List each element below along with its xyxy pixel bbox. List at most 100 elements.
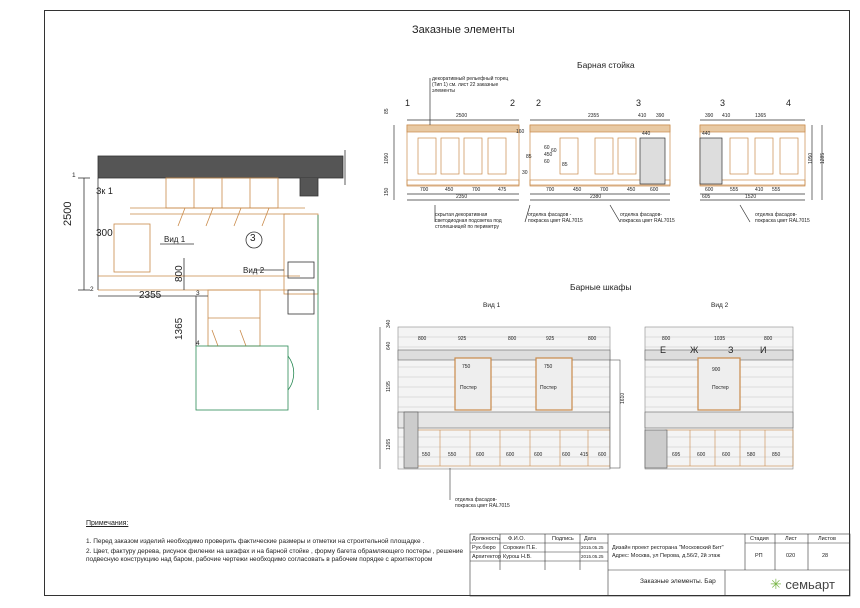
counter-axis-3b: 3 (720, 98, 726, 108)
note-line-2: 2. Цвет, фактуру дерева, рисунок филенки… (86, 548, 464, 555)
tb-r2-position: Архитектор (472, 554, 502, 560)
tb-h-position: Должность (472, 536, 500, 542)
v1-side-num: 1610 (620, 392, 626, 404)
v1-bot-0: 550 (422, 452, 431, 458)
dim-inner-10: 600 (650, 187, 659, 193)
v2-inner-0: 900 (712, 367, 721, 373)
tb-project: Дизайн проект ресторана "Московский Бит" (612, 545, 724, 551)
v2-top-1: 1035 (714, 336, 726, 342)
dim-s1-total: 2350 (456, 194, 468, 200)
note-line-1: 1. Перед заказом изделий необходимо пров… (86, 538, 425, 545)
v2-top-2: 800 (764, 336, 773, 342)
annotation-finish-1: отделка фасадов - покраска цвет RAL7015 (528, 212, 583, 224)
dim-seg1-top: 2500 (456, 113, 468, 119)
dim-s1-b1: 450 (445, 187, 454, 193)
tb-sheets: 28 (822, 553, 829, 559)
dim-inner-1: 60 (544, 145, 550, 151)
v1-poster-2: Постер (540, 385, 557, 391)
v1-bot-1: 550 (448, 452, 457, 458)
tb-h-date: Дата (584, 536, 597, 542)
dim-s2-b0: 700 (546, 187, 555, 193)
v1-left-0: 340 (386, 319, 392, 328)
counter-axis-3a: 3 (636, 98, 642, 108)
dim-inner-11: 600 (705, 187, 714, 193)
v2-bot-1: 600 (697, 452, 706, 458)
v1-left-2: 1195 (386, 381, 392, 392)
counter-axis-2b: 2 (536, 98, 542, 108)
v2-bot-4: 850 (772, 452, 781, 458)
v2-bot-3: 580 (747, 452, 756, 458)
plan-axis-1: 1 (72, 172, 76, 179)
annotation-led: скрытая декоративная светодиодная подсве… (435, 212, 502, 230)
tb-h-name: Ф.И.О. (508, 536, 525, 542)
v2-letter-2: З (728, 345, 734, 355)
logo-text: семьарт (785, 577, 835, 592)
v2-letter-3: И (760, 345, 767, 355)
tb-r1-name: Сорокин П.Е. (503, 545, 537, 551)
tb-h-sheet: Лист (785, 536, 797, 542)
dim-inner-5: 60 (551, 148, 557, 154)
dim-right-h0: 1050 (808, 152, 814, 164)
tb-h-sheets: Листов (818, 536, 836, 542)
v1-bot-5: 600 (562, 452, 571, 458)
bar-counter-elevations (393, 78, 823, 223)
v1-inner-0: 750 (462, 364, 471, 370)
plan-label-view2: Вид 2 (243, 266, 265, 275)
plan-label-view1: Вид 1 (164, 235, 186, 244)
v1-bot-7: 415 (580, 452, 589, 458)
dim-s2-b2: 700 (600, 187, 609, 193)
dim-s3-b1: 410 (755, 187, 764, 193)
annotation-finish-3: отделка фасадов- покраска цвет RAL7015 (755, 212, 810, 224)
cabinet-views (379, 326, 794, 500)
v1-top-1: 925 (458, 336, 467, 342)
notes-header: Примечания: (86, 520, 129, 527)
dim-seg2-top: 2355 (588, 113, 600, 119)
dim-right-h1: 1285 (820, 152, 826, 164)
dim-s1-b3: 475 (498, 187, 507, 193)
plan-dim-300: 300 (96, 228, 113, 239)
tb-r2-name: Курош Н.В. (503, 554, 532, 560)
plan-dim-1365: 1365 (174, 317, 185, 340)
dim-s1-b2: 700 (472, 187, 481, 193)
dim-inner-4: 85 (526, 154, 532, 160)
v1-bot-3: 600 (506, 452, 515, 458)
v2-letter-0: Е (660, 345, 667, 355)
v2-bot-2: 600 (722, 452, 731, 458)
drawing-sheet (44, 10, 850, 596)
dim-s3-total: 1520 (745, 194, 757, 200)
note-line-3: подвесную конструкцию над баром, рабочие… (86, 556, 433, 563)
v1-bot-4: 600 (534, 452, 543, 458)
bar-counter-title: Барная стойка (577, 60, 635, 70)
plan-label-3: 3 (250, 233, 256, 244)
logo-star-icon: ✳ (770, 576, 782, 592)
dim-left-h0: 85 (384, 108, 390, 114)
floor-plan (78, 150, 346, 411)
dim-s3-b2: 555 (772, 187, 781, 193)
tb-address: Адрес: Москва, ул Перова, д.56/2, 2й эта… (612, 553, 721, 559)
counter-axis-4: 4 (786, 98, 792, 108)
dim-inner-3: 60 (544, 159, 550, 165)
v1-bot-2: 600 (476, 452, 485, 458)
tb-r1-position: Рук.бюро (472, 545, 496, 551)
dim-seg2-top-c: 390 (656, 113, 665, 119)
dim-inner-8: 440 (642, 131, 651, 137)
plan-axis-4: 4 (196, 340, 200, 347)
plan-wall (97, 155, 344, 179)
dim-left-h2: 150 (384, 187, 390, 196)
plan-label-zk1: Зк 1 (96, 186, 113, 196)
tb-r2-date: 2015.05.25 (581, 554, 604, 559)
v2-letter-1: Ж (690, 345, 699, 355)
tb-sheet-name: Заказные элементы. Бар (640, 578, 716, 585)
dim-s3-a: 605 (702, 194, 711, 200)
dim-inner-0: 160 (516, 129, 525, 135)
company-logo: ✳ семьарт (770, 576, 835, 593)
plan-axis-2: 2 (90, 286, 94, 293)
v1-top-2: 800 (508, 336, 517, 342)
dim-seg3-top-a: 390 (705, 113, 714, 119)
dim-s2-b3: 450 (627, 187, 636, 193)
counter-axis-2a: 2 (510, 98, 516, 108)
plan-axis-3: 3 (196, 290, 200, 297)
tb-r1-date: 2015.05.25 (581, 545, 604, 550)
v2-top-0: 800 (662, 336, 671, 342)
